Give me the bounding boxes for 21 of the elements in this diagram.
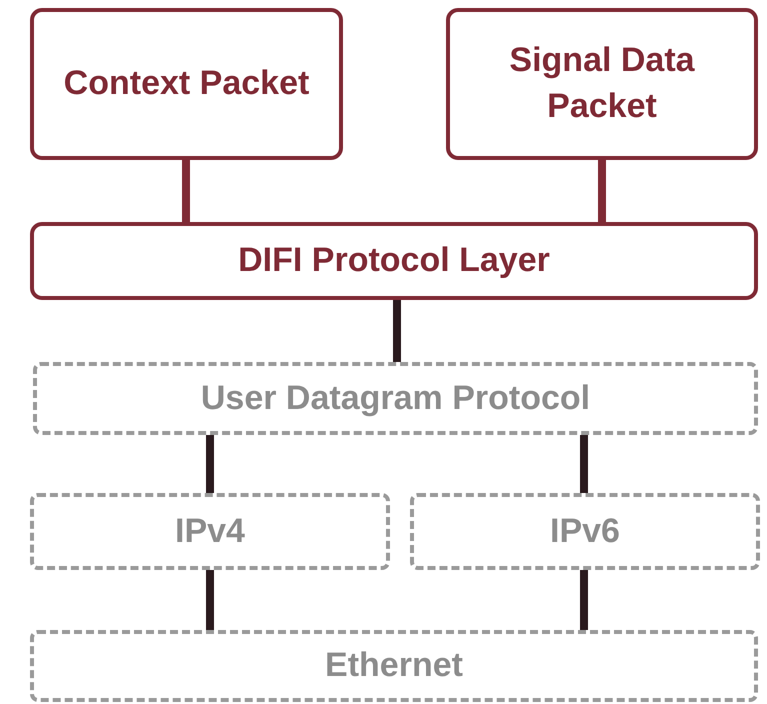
- connector-line: [206, 435, 214, 493]
- node-label: Ethernet: [325, 645, 463, 686]
- connector-line: [580, 570, 588, 630]
- protocol-layer-box: [30, 493, 390, 570]
- node-label: User Datagram Protocol: [200, 378, 590, 419]
- packet-box: [30, 8, 343, 160]
- packet-box: [446, 8, 758, 160]
- connector-line: [206, 570, 214, 630]
- protocol-layer-box: [30, 222, 758, 300]
- protocol-layer-box: [410, 493, 760, 570]
- node-label: Context Packet: [64, 63, 310, 104]
- node-label: IPv6: [550, 510, 620, 552]
- connector-line: [598, 160, 606, 222]
- connector-line: [393, 300, 401, 362]
- connector-line: [182, 160, 190, 222]
- node-label: Signal Data Packet: [508, 40, 696, 127]
- protocol-layer-box: [33, 362, 758, 435]
- protocol-layer-box: [30, 630, 758, 702]
- node-label: IPv4: [175, 510, 245, 552]
- connector-line: [580, 435, 588, 493]
- node-label: DIFI Protocol Layer: [238, 240, 550, 282]
